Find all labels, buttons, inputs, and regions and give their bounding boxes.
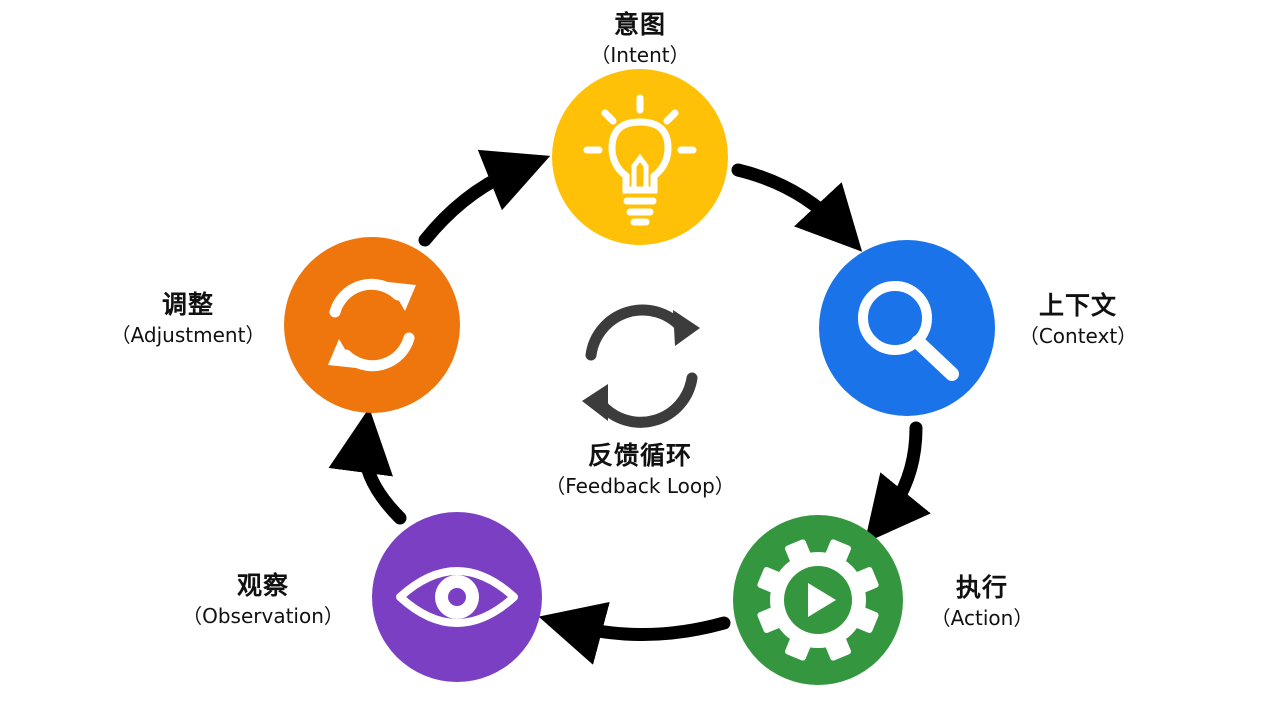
center-title: 反馈循环 — [587, 441, 692, 470]
node-intent — [552, 69, 728, 245]
center-subtitle: （Feedback Loop） — [545, 474, 735, 498]
cycle-arrows — [328, 149, 931, 665]
node-context — [819, 240, 995, 416]
lightbulb-icon — [583, 94, 697, 226]
gear-play-icon — [757, 539, 879, 661]
label-action: 执行 （Action） — [931, 572, 1034, 632]
node-title: 执行 — [955, 573, 1009, 602]
node-subtitle: （Observation） — [182, 604, 344, 628]
refresh-icon — [328, 278, 416, 372]
node-title: 观察 — [236, 571, 290, 600]
arrow-context-to-action — [864, 421, 931, 544]
label-center: 反馈循环 （Feedback Loop） — [545, 440, 735, 500]
node-subtitle: （Adjustment） — [110, 323, 266, 347]
node-subtitle: （Intent） — [590, 43, 690, 67]
node-observation — [372, 512, 542, 682]
node-subtitle: （Context） — [1018, 324, 1138, 348]
arrow-adjustment-to-intent — [418, 149, 551, 247]
node-subtitle: （Action） — [930, 606, 1034, 630]
label-adjustment: 调整 （Adjustment） — [111, 289, 266, 349]
refresh-cycle-icon — [582, 304, 700, 428]
arrow-observation-to-adjustment — [328, 407, 407, 525]
label-context: 上下文 （Context） — [1019, 290, 1137, 350]
arrow-action-to-observation — [538, 601, 731, 665]
magnifier-icon — [858, 281, 959, 381]
node-title: 调整 — [161, 290, 215, 319]
arrow-intent-to-context — [731, 163, 863, 252]
node-title: 意图 — [613, 10, 666, 39]
label-intent: 意图 （Intent） — [590, 9, 689, 69]
node-adjustment-circle — [284, 237, 460, 413]
node-adjustment — [284, 237, 460, 413]
node-title: 上下文 — [1038, 291, 1118, 320]
eye-icon — [396, 567, 518, 627]
node-action — [733, 515, 903, 685]
node-context-circle — [819, 240, 995, 416]
label-observation: 观察 （Observation） — [182, 570, 344, 630]
